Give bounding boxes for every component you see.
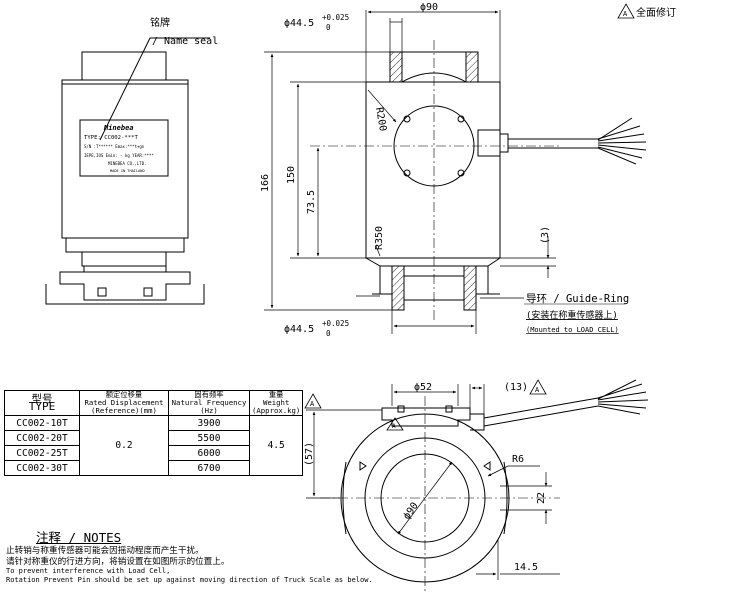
dim-body-height: 150 — [286, 166, 297, 184]
dim-top-tol-upper: +0.025 — [322, 13, 349, 22]
name-seal-label-cn: 铭牌 — [150, 16, 170, 29]
hdr-type-en: TYPE — [28, 400, 56, 413]
plan-dimensions — [306, 384, 560, 580]
dim-bottom-diameter: ϕ44.5 — [284, 324, 314, 335]
name-seal-maker: MINEBEA CO.,LTD. — [108, 161, 147, 166]
dim-bottom-width: ϕ52 — [414, 382, 432, 393]
note-line-2: 请针对称重仪的行进方向，将销设置在如图所示的位置上。 — [6, 556, 230, 567]
dim-inner-diameter: ϕ90 — [401, 501, 420, 522]
dim-cable-offset: (13) — [504, 382, 528, 393]
front-dimensions — [264, 10, 556, 334]
weight-value: 4.5 — [248, 415, 304, 476]
dim-center-height: 73.5 — [306, 190, 317, 214]
name-seal-type: TYPE: CC002-***T — [84, 135, 139, 141]
perspective-view — [45, 37, 210, 305]
block-revision-letter: A — [392, 423, 396, 430]
note-line-3: To prevent interference with Load Cell, — [6, 567, 171, 576]
dim-r350: R350 — [374, 226, 385, 250]
plan-view — [320, 379, 649, 592]
row-type: CC002-20T — [4, 430, 80, 446]
name-seal-origin: MADE IN THAILAND — [110, 169, 145, 173]
dim-width: ϕ90 — [420, 2, 438, 13]
rated-displacement: 0.2 — [79, 415, 169, 476]
hdr-type-cn: 型号 — [31, 393, 53, 405]
dim-r6: R6 — [512, 454, 524, 465]
guide-ring-label: 导环 / Guide-Ring — [526, 293, 629, 305]
plan-revision-letter: A — [535, 386, 540, 394]
hdr-freq-cn: 固有频率 — [194, 390, 224, 399]
hdr-weight-unit: (Approx.kg) — [252, 406, 301, 415]
dim-r200: R200 — [373, 107, 388, 133]
dim-top-tol-lower: 0 — [326, 23, 331, 32]
revision-text: 全面修订 — [636, 6, 676, 19]
dim-top-diameter: ϕ44.5 — [284, 18, 314, 29]
revision-letter: A — [623, 10, 628, 18]
notes-title: 注释 / NOTES — [36, 530, 122, 545]
hdr-disp-cn: 额定位移量 — [105, 390, 143, 399]
dim-gap: (3) — [540, 226, 551, 244]
dim-22: 22 — [536, 492, 547, 504]
row-freq: 6000 — [168, 445, 250, 461]
guide-ring-note-en: (Mounted to LOAD CELL) — [526, 326, 619, 334]
hdr-weight-en: Weight — [262, 398, 290, 407]
name-seal-label-en: / Name seal — [152, 36, 218, 47]
name-seal-brand: Minebea — [103, 124, 134, 132]
hdr-disp-unit: (Reference)(mm) — [91, 406, 157, 415]
note-line-4: Rotation Prevent Pin should be set up ag… — [6, 575, 373, 584]
row-freq: 5500 — [168, 430, 250, 446]
row-type: CC002-30T — [4, 460, 80, 476]
dim-side-57: (57) — [304, 442, 315, 466]
hdr-disp-en: Rated Displacement — [84, 398, 164, 407]
row-type: CC002-25T — [4, 445, 80, 461]
note-line-1: 止转销与称重传感器可能会因摇动程度而产生干扰。 — [6, 546, 204, 556]
dim-total-height: 166 — [260, 174, 271, 192]
notes-block: 注释 / NOTES 止转销与称重传感器可能会因摇动程度而产生干扰。 请针对称重… — [6, 530, 426, 584]
row-freq: 6700 — [168, 460, 250, 476]
hdr-freq-en: Natural Frequency — [171, 398, 247, 407]
table-row: CC002-10T 0.2 3900 4.5 — [4, 415, 304, 476]
revision-mark: A 全面修订 — [617, 3, 676, 19]
hdr-freq-unit: (Hz) — [200, 406, 218, 415]
guide-ring-note-cn: (安装在称重传感器上) — [526, 309, 618, 321]
row-type: CC002-10T — [4, 415, 80, 431]
dim-bottom-tol-upper: +0.025 — [322, 319, 349, 328]
dim-bottom-tol-lower: 0 — [326, 329, 331, 338]
row-freq: 3900 — [168, 415, 250, 431]
name-seal-range: IEPE,IOS Emin: - kg YEAR:**** — [84, 153, 154, 158]
side-revision-letter: A — [310, 400, 315, 408]
table-row: CC002-30T 6700 — [4, 460, 303, 476]
dim-14-5: 14.5 — [514, 562, 538, 573]
name-seal-serial: S/N :T****** Emax:***t+gn — [84, 144, 145, 149]
hdr-weight-cn: 重量 — [268, 390, 284, 399]
